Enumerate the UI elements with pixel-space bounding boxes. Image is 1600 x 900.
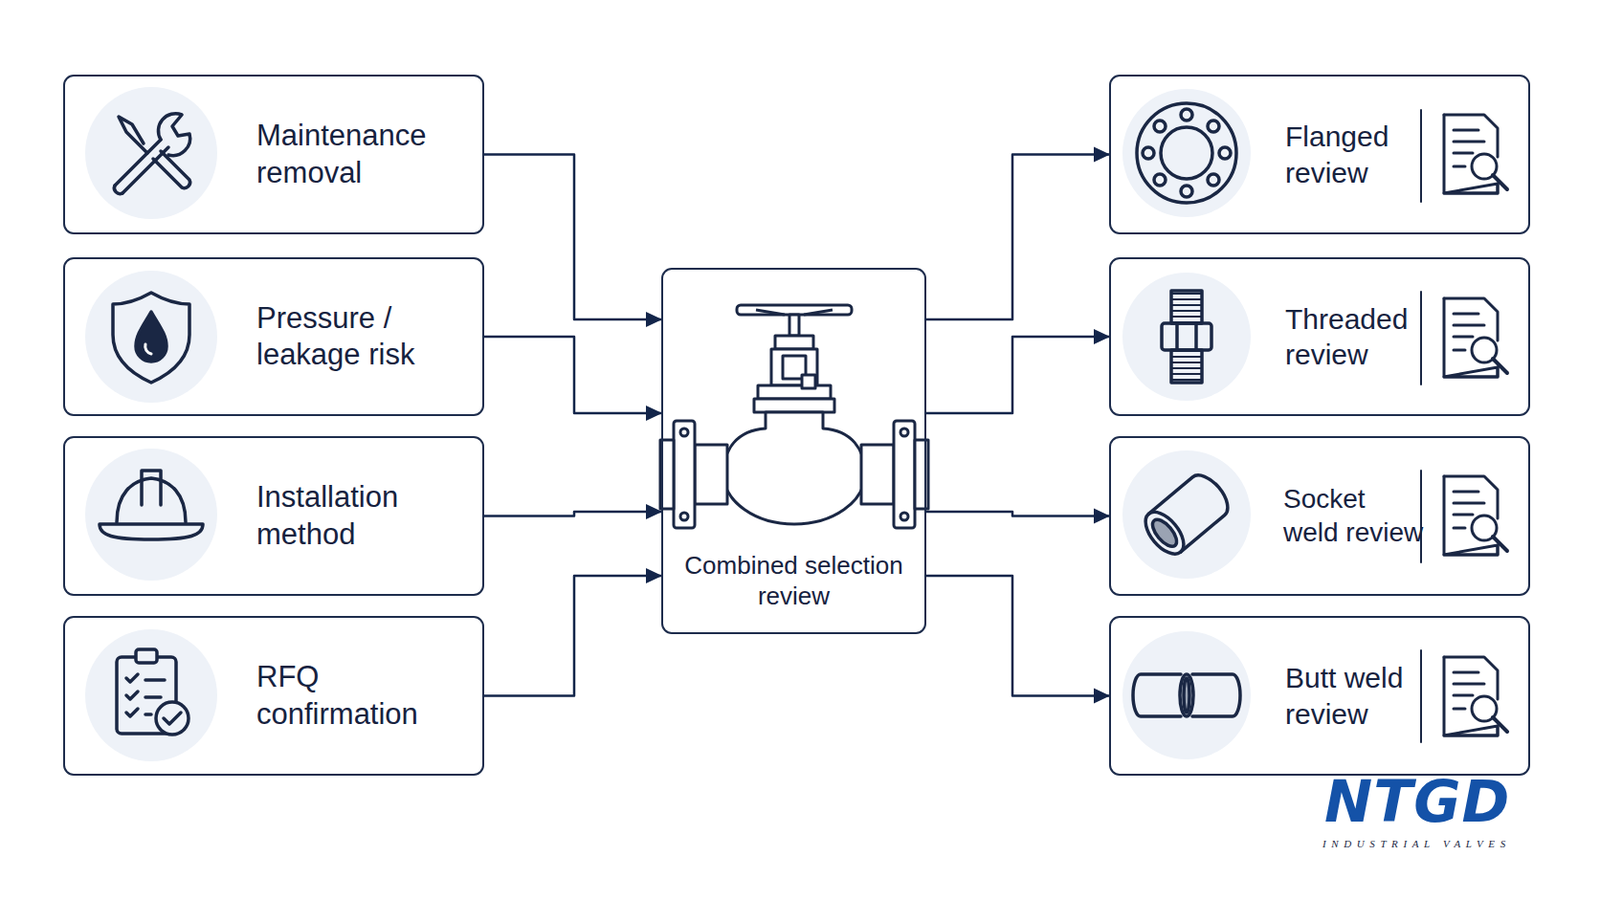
flow-arrow [484,576,662,696]
output-box: Socket weld review [1109,436,1531,597]
flow-arrow [926,336,1110,414]
node-label: Threaded review [1285,301,1427,373]
node-label: Pressure / leakage risk [256,300,472,375]
input-box: Maintenance removal [63,74,485,235]
input-box: Installation method [63,436,485,597]
node-label: RFQ confirmation [256,659,472,734]
output-box: Threaded review [1109,257,1531,417]
node-label: Combined selection review [672,550,915,612]
node-label: Maintenance removal [256,117,472,192]
input-box: Pressure / leakage risk [63,257,485,417]
node-label: Installation method [256,479,472,554]
node-label: Flanged review [1285,118,1427,190]
node-label: Butt weld review [1285,660,1427,732]
flow-arrow [484,155,662,321]
output-box: Butt weld review [1109,616,1531,777]
flow-arrow [926,511,1110,516]
brand-tagline: INDUSTRIAL VALVES [1322,839,1512,850]
output-box: Flanged review [1109,74,1531,235]
flow-arrow [484,336,662,414]
flow-arrow [484,511,662,516]
flow-arrow [926,576,1110,696]
input-box: RFQ confirmation [63,616,485,777]
node-label: Socket weld review [1283,483,1427,550]
brand-logo: NTGD [1324,773,1511,831]
flow-arrow [926,155,1110,321]
review-hub-box: Combined selection review [661,267,927,635]
